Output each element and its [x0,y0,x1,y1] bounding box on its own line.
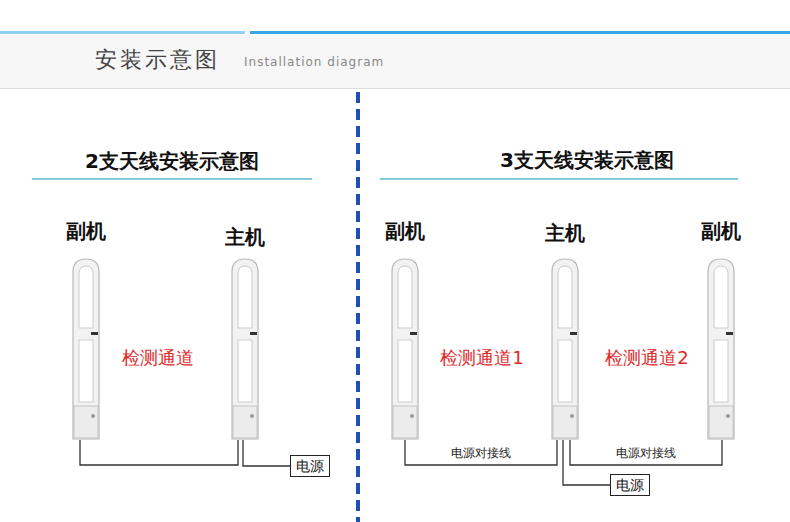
divider-line [356,92,360,522]
antenna-screw [91,414,95,418]
heading-underline [380,178,738,180]
unit-label: 副机 [375,218,435,244]
antenna-opening [79,266,93,328]
antenna-base [553,406,577,438]
page-title: 安装示意图 [95,45,220,75]
antenna-opening [398,266,412,328]
antenna-node: 主机 [215,224,275,440]
wire-label: 电源对接线 [449,445,513,462]
antenna-screw [250,414,254,418]
panel-heading: 3支天线安装示意图 [500,147,674,174]
antenna-body [73,259,99,439]
panel-heading: 2支天线安装示意图 [85,148,259,175]
antenna-gate [706,258,736,440]
antenna-node: 副机 [375,218,435,440]
subtitle-text: Installation diagram [244,55,384,69]
antenna-body [552,259,578,439]
unit-label: 主机 [215,224,275,250]
antenna-opening [238,340,252,402]
antenna-gate [390,258,420,440]
antenna-base [709,406,733,438]
antenna-body [232,259,258,439]
antenna-indicator [726,332,733,335]
antenna-opening [714,266,728,328]
header-line [250,31,790,34]
antenna-opening [79,340,93,402]
antenna-indicator [250,332,257,335]
antenna-node: 主机 [535,220,595,440]
power-wire [243,440,290,466]
channel-label: 检测通道1 [440,346,523,370]
power-box: 电源 [290,455,330,477]
power-wire [570,440,722,465]
channel-label: 检测通道 [122,346,194,370]
antenna-base [233,406,257,438]
antenna-opening [558,266,572,328]
wire-label: 电源对接线 [614,445,678,462]
antenna-node: 副机 [56,218,116,440]
power-wire [80,440,238,465]
header-line [0,31,245,34]
box-text: 电源 [616,476,644,494]
channel-label: 检测通道2 [605,346,688,370]
antenna-indicator [410,332,417,335]
antenna-opening [238,266,252,328]
antenna-indicator [91,332,98,335]
header-rule [0,88,790,89]
antenna-node: 副机 [691,218,751,440]
header-band [0,35,790,88]
antenna-body [392,259,418,439]
antenna-screw [570,414,574,418]
antenna-gate [550,258,580,440]
antenna-gate [230,258,260,440]
antenna-opening [714,340,728,402]
unit-label: 副机 [691,218,751,244]
antenna-indicator [570,332,577,335]
unit-label: 副机 [56,218,116,244]
antenna-base [393,406,417,438]
antenna-opening [558,340,572,402]
box-text: 电源 [296,457,324,475]
antenna-screw [726,414,730,418]
power-wire [563,440,610,485]
power-wire [405,440,557,465]
antenna-screw [410,414,414,418]
antenna-opening [398,340,412,402]
unit-label: 主机 [535,220,595,246]
antenna-base [74,406,98,438]
heading-underline [32,178,312,180]
antenna-body [708,259,734,439]
antenna-gate [71,258,101,440]
power-box: 电源 [610,474,650,496]
